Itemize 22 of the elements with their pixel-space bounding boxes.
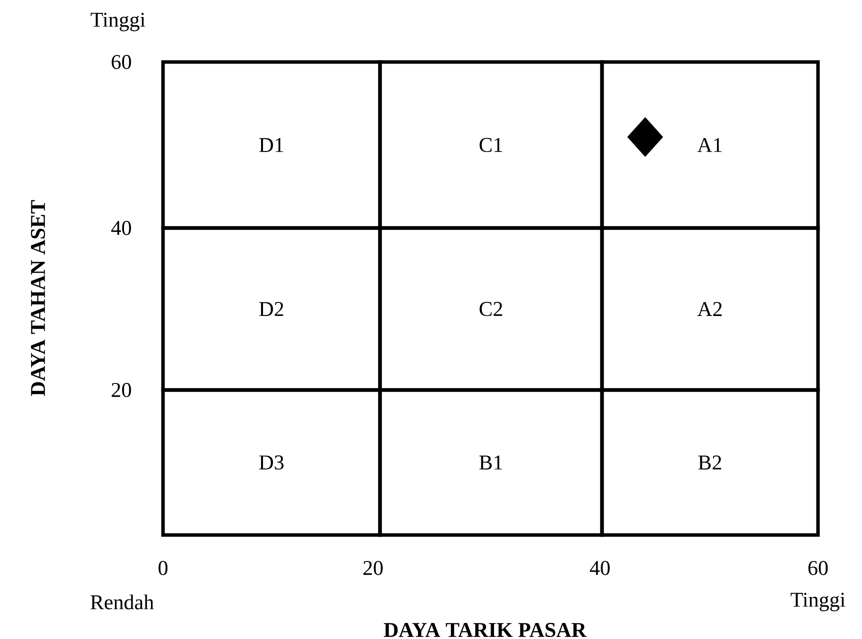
diamond-marker (627, 117, 664, 157)
matrix-cell: C1 (378, 60, 604, 230)
axis-label: Tinggi (790, 592, 846, 612)
matrix-cell: B2 (600, 388, 820, 537)
axis-label: 20 (112, 382, 132, 398)
matrix-cell: B1 (378, 388, 604, 537)
matrix-cell: D3 (161, 388, 382, 537)
axis-label: 40 (590, 560, 610, 576)
axis-title: DAYA TAHAN ASET (30, 200, 46, 396)
axis-label: Tinggi (90, 12, 146, 32)
axis-label: 60 (112, 54, 132, 70)
matrix-cell: A1 (600, 60, 820, 230)
axis-label: Rendah (90, 594, 154, 610)
axis-label: 60 (808, 560, 828, 576)
matrix-cell: C2 (378, 226, 604, 392)
axis-label: 20 (363, 560, 383, 576)
matrix-cell: D2 (161, 226, 382, 392)
matrix-cell: A2 (600, 226, 820, 392)
axis-label: 0 (158, 560, 168, 576)
axis-label: 40 (111, 220, 132, 236)
axis-title: DAYA TARIK PASAR (384, 622, 587, 638)
matrix-cell: D1 (161, 60, 382, 230)
